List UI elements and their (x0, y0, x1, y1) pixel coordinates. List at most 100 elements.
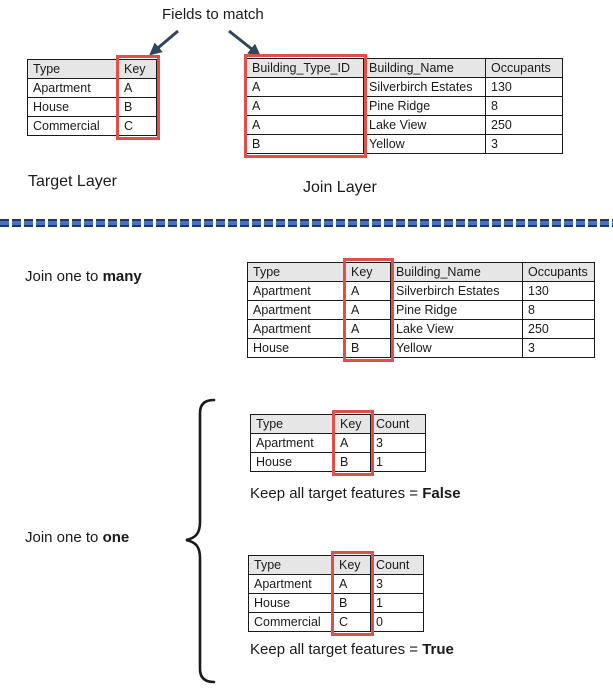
table-cell: B (118, 97, 157, 117)
join-one-to-one-label: Join one to one (25, 529, 129, 546)
table-cell: 3 (370, 574, 424, 594)
column-header: Occupants (485, 58, 563, 78)
table-cell: A (246, 96, 364, 116)
table-cell: Silverbirch Estates (363, 77, 486, 97)
curly-brace-icon (185, 398, 216, 684)
column-header: Building_Type_ID (246, 58, 364, 78)
table-cell: Lake View (363, 115, 486, 135)
table-cell: 130 (485, 77, 563, 97)
table-cell: 0 (370, 612, 424, 632)
table-cell: A (333, 574, 371, 594)
table-cell: Commercial (248, 612, 334, 632)
table-cell: A (334, 433, 371, 453)
join-one-to-many-label-text: Join one to (25, 268, 103, 285)
table-cell: Yellow (363, 134, 486, 154)
table-cell: Apartment (248, 574, 334, 594)
table-cell: 1 (370, 452, 426, 472)
column-header: Key (118, 59, 157, 79)
keep-false-caption: Keep all target features = False (250, 485, 461, 502)
keep-true-caption-text: Keep all target features = (250, 641, 423, 658)
column-header: Building_Name (363, 58, 486, 78)
table-cell: A (246, 115, 364, 135)
table-cell: 8 (522, 300, 595, 320)
column-header: Type (27, 59, 119, 79)
fields-to-match-title: Fields to match (162, 6, 264, 23)
column-header: Count (370, 414, 426, 434)
keep-true-caption: Keep all target features = True (250, 641, 454, 658)
table-cell: A (246, 77, 364, 97)
field-match-arrows (149, 29, 261, 57)
table-cell: Silverbirch Estates (390, 281, 523, 301)
keep-false-caption-text: Keep all target features = (250, 485, 423, 502)
table-cell: Apartment (247, 300, 346, 320)
keep-false-caption-bold: False (422, 485, 461, 502)
table-cell: B (345, 338, 391, 358)
table-cell: Pine Ridge (390, 300, 523, 320)
table-cell: 250 (522, 319, 595, 339)
table-cell: Apartment (250, 433, 335, 453)
column-header: Type (250, 414, 335, 434)
join-one-to-one-label-bold: one (102, 529, 130, 546)
join-one-to-many-label-bold: many (102, 268, 142, 285)
keep-true-caption-bold: True (422, 641, 454, 658)
table-cell: Apartment (247, 319, 346, 339)
table-cell: House (248, 593, 334, 613)
table-cell: C (118, 116, 157, 136)
table-cell: B (334, 452, 371, 472)
table-cell: A (345, 281, 391, 301)
table-cell: A (345, 319, 391, 339)
table-cell: 3 (370, 433, 426, 453)
table-cell: Commercial (27, 116, 119, 136)
section-divider (0, 219, 613, 227)
join-one-to-one-label-text: Join one to (25, 529, 103, 546)
arrow-to-target-key-icon (149, 29, 179, 56)
target-layer-label: Target Layer (28, 173, 117, 190)
table-cell: 130 (522, 281, 595, 301)
table-cell: B (333, 593, 371, 613)
table-cell: B (246, 134, 364, 154)
table-cell: House (247, 338, 346, 358)
table-cell: House (250, 452, 335, 472)
table-cell: 3 (522, 338, 595, 358)
table-cell: C (333, 612, 371, 632)
arrow-to-join-key-icon (228, 29, 261, 57)
column-header: Key (333, 555, 371, 575)
join-one-to-many-label: Join one to many (25, 268, 142, 285)
table-cell: 250 (485, 115, 563, 135)
table-cell: House (27, 97, 119, 117)
table-cell: 3 (485, 134, 563, 154)
column-header: Type (247, 262, 346, 282)
table-cell: Lake View (390, 319, 523, 339)
table-cell: Apartment (247, 281, 346, 301)
column-header: Count (370, 555, 424, 575)
column-header: Key (334, 414, 371, 434)
table-cell: A (345, 300, 391, 320)
